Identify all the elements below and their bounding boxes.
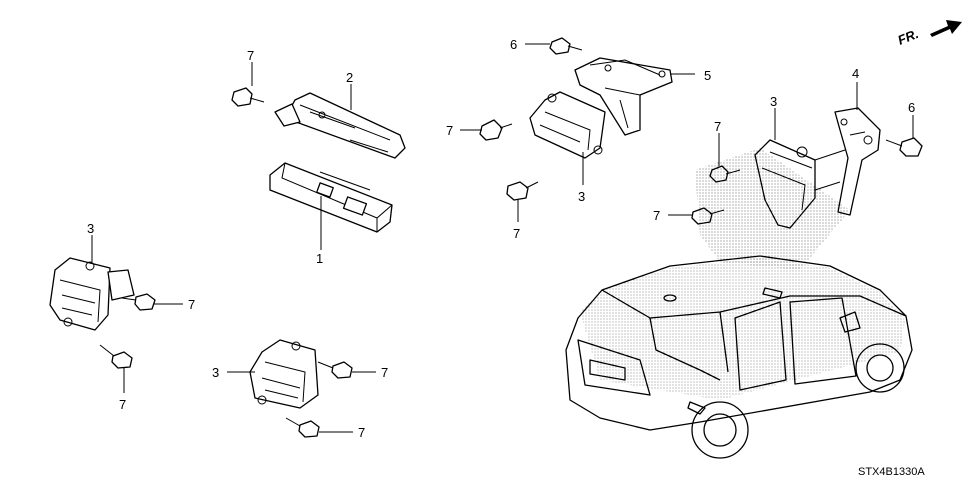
callout-4: 4 [852, 66, 859, 81]
bolt-icon-6a [549, 37, 583, 55]
part-3-sensor-left [49, 257, 135, 331]
location-highlight [695, 148, 850, 270]
callout-6: 6 [908, 100, 915, 115]
callout-7: 7 [119, 397, 126, 412]
bolt-icon-7b [479, 119, 513, 141]
callout-7: 7 [446, 123, 453, 138]
callout-7: 7 [513, 226, 520, 241]
bolt-icon-6b [885, 137, 923, 157]
front-label: FR. [896, 26, 921, 48]
callout-3: 3 [578, 189, 585, 204]
callout-3: 3 [770, 94, 777, 109]
callout-labels: 7 2 1 6 5 7 3 7 4 6 3 7 7 3 7 7 3 7 7 [87, 37, 915, 440]
part-2-cover [274, 92, 406, 159]
callout-7: 7 [714, 119, 721, 134]
callout-7: 7 [381, 365, 388, 380]
callout-3: 3 [87, 221, 94, 236]
callout-5: 5 [704, 68, 711, 83]
front-direction-indicator: FR. [896, 20, 962, 48]
front-arrow-icon [930, 20, 962, 37]
vehicle-illustration [565, 255, 913, 459]
callout-3: 3 [212, 365, 219, 380]
diagram-code: STX4B1330A [858, 466, 925, 478]
part-4-bracket [834, 107, 881, 216]
callout-7: 7 [188, 297, 195, 312]
bolt-icon-7g [99, 344, 133, 369]
callout-7: 7 [247, 48, 254, 63]
callout-7: 7 [358, 425, 365, 440]
part-1-control-unit [269, 162, 393, 233]
leader-lines [91, 43, 914, 433]
callout-1: 1 [316, 251, 323, 266]
part-3-sensor-upper [529, 91, 606, 159]
bolt-icon-7f [121, 293, 156, 311]
part-5-bracket-assembly [574, 57, 690, 136]
part-3-sensor-lower [249, 339, 319, 409]
callout-2: 2 [346, 70, 353, 85]
callout-7: 7 [653, 208, 660, 223]
callout-6: 6 [510, 37, 517, 52]
bolt-icon-7i [285, 417, 320, 438]
bolt-icon-7c [506, 181, 539, 201]
bolt-icon-7h [317, 361, 353, 379]
bolt-icon-7a [231, 87, 265, 107]
